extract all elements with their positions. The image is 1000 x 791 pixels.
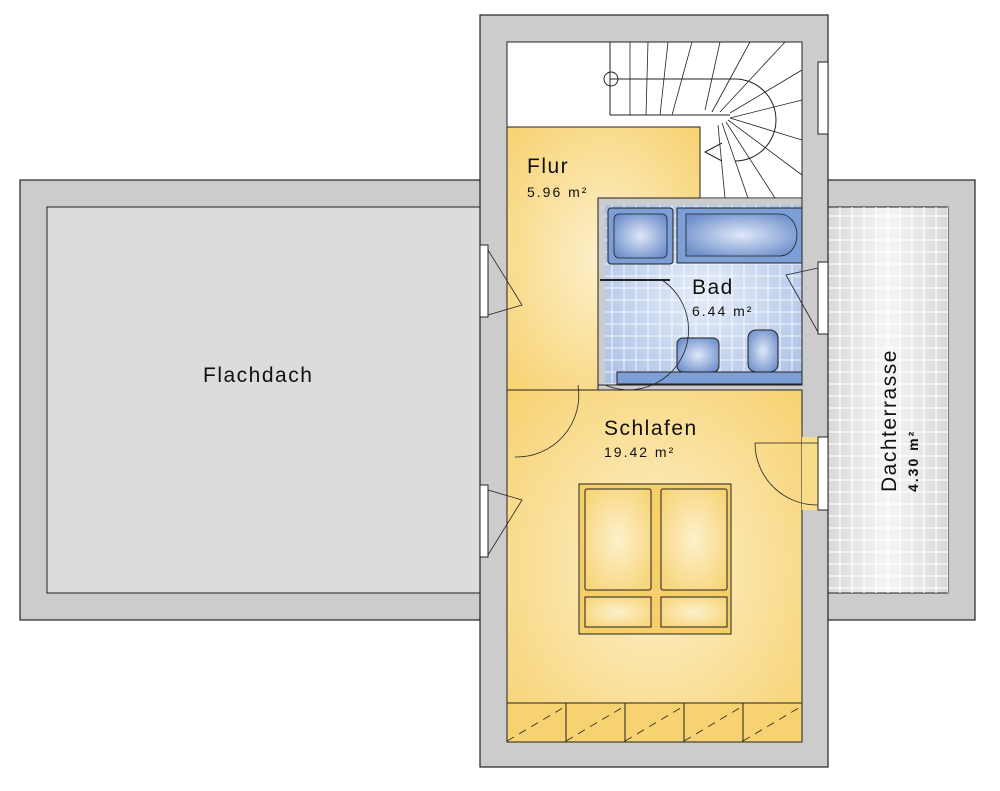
bad-label: Bad [692,276,734,299]
dachterrasse-area [825,179,976,621]
dachterrasse-label: Dachterrasse [878,349,901,492]
schlafen-label: Schlafen [604,417,698,440]
flur-area: 5.96 m² [527,184,588,200]
windows [479,61,829,558]
wardrobe [506,702,803,743]
toilet [747,329,779,373]
schlafen-room [506,384,826,743]
schlafen-area: 19.42 m² [604,444,675,460]
dachterrasse-area: 4.30 m² [905,430,921,492]
flur-label: Flur [527,155,569,178]
bad-area: 6.44 m² [692,303,753,319]
flachdach-area [19,179,483,621]
flachdach-label: Flachdach [203,364,313,387]
bad-room [597,197,803,391]
